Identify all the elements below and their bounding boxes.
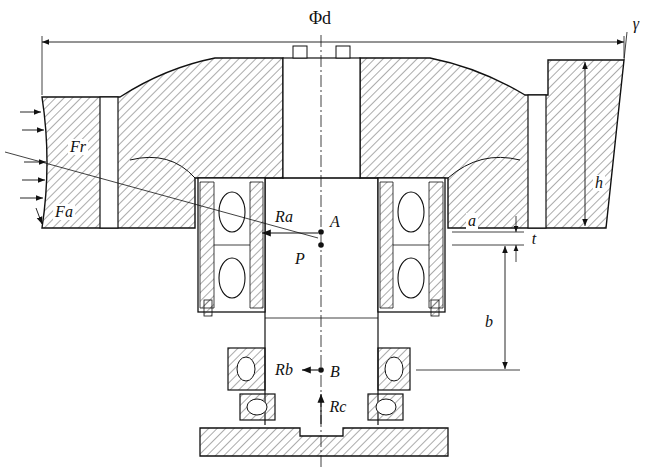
thrust-ring <box>240 394 275 420</box>
web-contour <box>130 157 195 178</box>
outer-race <box>429 182 443 308</box>
dimension-label: b <box>483 314 495 330</box>
axial-load-arrow <box>36 208 42 224</box>
point-dot <box>318 367 324 373</box>
reaction-arrow <box>320 394 321 424</box>
bearing-ring <box>228 348 265 390</box>
angle-line <box>624 32 627 60</box>
radial-load-arrows <box>20 112 46 198</box>
load-arrow <box>20 112 41 113</box>
load-arrow <box>22 130 44 131</box>
dimension-line <box>516 245 517 262</box>
reaction-label: Rb <box>273 362 295 378</box>
point-label: P <box>293 251 307 267</box>
bolt-head <box>293 46 307 58</box>
force-label: Fa <box>53 204 75 220</box>
inner-race <box>380 182 393 308</box>
bolt-hole <box>100 97 118 228</box>
bearing-ring <box>378 348 410 390</box>
thrust-ring <box>368 394 403 420</box>
upper-bearing-left <box>198 178 265 316</box>
resultant-line <box>5 152 318 238</box>
point-label: A <box>328 214 342 230</box>
roller <box>398 258 424 298</box>
dimension-line <box>505 246 506 369</box>
retaining-bolt <box>204 300 212 316</box>
load-arrow <box>22 180 45 181</box>
diameter-label: Φd <box>307 9 333 27</box>
point-dot <box>318 242 324 248</box>
dimension-line <box>516 216 517 232</box>
roller <box>237 357 255 381</box>
roller <box>376 399 396 415</box>
reaction-label: Rc <box>328 399 349 415</box>
roller <box>247 399 267 415</box>
dimension-label: h <box>593 175 605 191</box>
dimension-line <box>42 42 624 43</box>
dimension-label: a <box>466 213 478 229</box>
roller <box>398 192 424 232</box>
reaction-label: Ra <box>273 209 295 225</box>
shaft-top <box>283 58 360 178</box>
base-plate <box>200 428 448 456</box>
roller <box>219 258 245 298</box>
bearing-housing <box>198 178 265 312</box>
web-contour <box>448 157 520 178</box>
reaction-arrow <box>262 232 318 233</box>
extension-line <box>416 370 520 371</box>
bolt-hole <box>528 95 546 228</box>
shaft-shoulder <box>265 177 378 178</box>
extension-line <box>42 36 43 95</box>
load-arrow <box>20 198 43 199</box>
upper-bearing-right <box>378 178 445 316</box>
force-label: Fr <box>68 139 88 155</box>
extension-line <box>452 232 524 233</box>
roller <box>385 357 403 381</box>
center-line <box>321 35 322 468</box>
bolt-head <box>336 46 350 58</box>
dimension-line <box>585 62 586 226</box>
cage-line <box>214 245 250 246</box>
inner-race <box>250 182 263 308</box>
dimension-label: t <box>530 231 538 247</box>
cage-line <box>393 245 429 246</box>
point-label: B <box>328 364 342 380</box>
bearing-housing <box>378 178 445 312</box>
lower-bearing <box>228 348 410 390</box>
point-dot <box>318 229 324 235</box>
shaft-step <box>265 318 378 319</box>
outer-race <box>200 182 214 308</box>
retaining-bolt <box>431 300 439 316</box>
extension-line <box>452 245 524 246</box>
reaction-arrow <box>302 369 318 370</box>
angle-label: γ <box>631 16 641 32</box>
